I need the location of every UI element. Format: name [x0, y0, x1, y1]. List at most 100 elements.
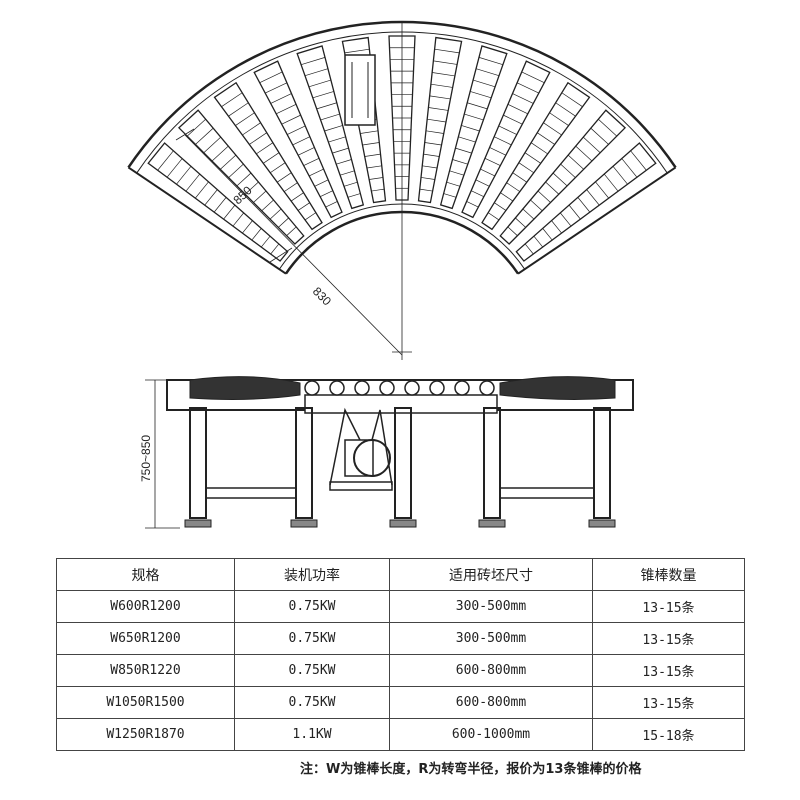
roller-groove	[283, 182, 298, 192]
roller-groove	[567, 154, 584, 170]
cell-brick-size: 600-800mm	[389, 654, 593, 687]
roller-groove	[325, 201, 338, 208]
taper-roller	[439, 45, 508, 210]
roller-groove	[242, 220, 253, 234]
cell-brick-size: 300-500mm	[389, 590, 593, 623]
roller-groove	[213, 197, 227, 213]
roller-groove	[507, 226, 518, 236]
header-roller-count: 锥棒数量	[592, 558, 745, 591]
roller-groove	[467, 102, 488, 110]
foot-pad	[478, 519, 506, 528]
roller-groove	[475, 179, 490, 187]
roller-groove	[195, 127, 214, 145]
roller-groove	[314, 179, 329, 187]
cell-brick-size: 600-800mm	[389, 686, 593, 719]
leg-right-inner	[483, 407, 501, 519]
roller-end	[354, 380, 370, 396]
table-row: W600R1200 0.75KW 300-500mm 13-15条	[56, 590, 745, 623]
roller-groove	[506, 182, 521, 192]
roller-groove	[371, 188, 385, 192]
motor-base	[329, 481, 393, 491]
gearbox	[344, 439, 374, 477]
taper-roller	[296, 45, 365, 210]
roller-groove	[427, 118, 447, 123]
roller-groove	[464, 113, 484, 121]
roller-groove	[425, 130, 444, 134]
roller-groove	[269, 208, 282, 220]
roller-groove	[256, 142, 274, 155]
roller-groove	[316, 102, 337, 110]
roller-groove	[332, 147, 349, 154]
roller-groove	[516, 82, 539, 94]
footnote: 注：W为锥棒长度，R为转弯半径，报价为13条锥棒的价格	[300, 762, 642, 777]
roller-groove	[261, 199, 274, 212]
roller-groove	[537, 190, 551, 203]
curved-conveyor-top-view	[127, 20, 677, 360]
cell-brick-size: 600-1000mm	[389, 718, 593, 751]
roller-groove	[433, 60, 458, 65]
roller-groove	[530, 199, 543, 212]
crossbar-right	[499, 487, 595, 499]
taper-roller	[481, 81, 591, 231]
drive-motor-top	[344, 54, 376, 126]
header-power: 装机功率	[234, 558, 390, 591]
center-plate	[304, 394, 498, 414]
roller-end	[454, 380, 470, 396]
roller-groove	[455, 147, 472, 154]
roller-side-right	[499, 376, 616, 400]
roller-groove	[304, 68, 329, 77]
roller-groove	[449, 170, 464, 176]
roller-groove	[446, 181, 461, 187]
roller-groove	[298, 147, 315, 156]
roller-groove	[308, 79, 331, 88]
roller-groove	[278, 217, 289, 228]
roller-groove	[270, 243, 280, 255]
taper-roller	[253, 60, 343, 219]
roller-groove	[185, 173, 201, 192]
roller-groove	[452, 159, 468, 165]
roller-groove	[630, 150, 647, 171]
roller-groove	[549, 112, 569, 126]
roller-groove	[211, 145, 229, 162]
motor-bracket	[329, 407, 361, 486]
roller-groove	[512, 93, 534, 104]
roller-groove	[595, 181, 609, 199]
cell-roller-count: 13-15条	[592, 590, 745, 623]
drive-motor	[353, 439, 391, 477]
cell-roller-count: 13-15条	[592, 654, 745, 687]
roller-groove	[518, 162, 534, 174]
roller-groove	[515, 217, 526, 228]
roller-groove	[228, 163, 244, 178]
roller-end	[329, 380, 345, 396]
roller-groove	[304, 212, 317, 221]
height-dim-label: 750~850	[139, 435, 153, 482]
roller-groove	[309, 168, 324, 177]
roller-groove	[522, 208, 535, 220]
roller-groove	[524, 152, 541, 164]
taper-roller	[499, 109, 627, 245]
roller-groove	[545, 181, 560, 195]
roller-groove	[537, 132, 555, 145]
taper-roller	[461, 60, 551, 219]
roller-end	[304, 380, 320, 396]
roller-groove	[362, 142, 380, 146]
roller-groove	[586, 189, 600, 206]
roller-groove	[430, 83, 453, 88]
roller-groove	[303, 157, 320, 166]
roller-groove	[366, 165, 382, 169]
roller-groove	[360, 130, 379, 134]
roller-groove	[494, 202, 507, 211]
roller-end	[379, 380, 395, 396]
roller-groove	[487, 212, 500, 221]
roller-groove	[340, 170, 355, 176]
roller-groove	[461, 125, 480, 132]
roller-groove	[434, 48, 460, 54]
roller-groove	[223, 204, 236, 220]
roller-groove	[590, 127, 609, 145]
roller-groove	[265, 82, 288, 94]
roller-groove	[260, 235, 271, 248]
roller-groove	[621, 158, 638, 178]
cell-roller-count: 13-15条	[592, 622, 745, 655]
roller-groove	[466, 201, 479, 208]
frame-end-left	[127, 166, 287, 275]
